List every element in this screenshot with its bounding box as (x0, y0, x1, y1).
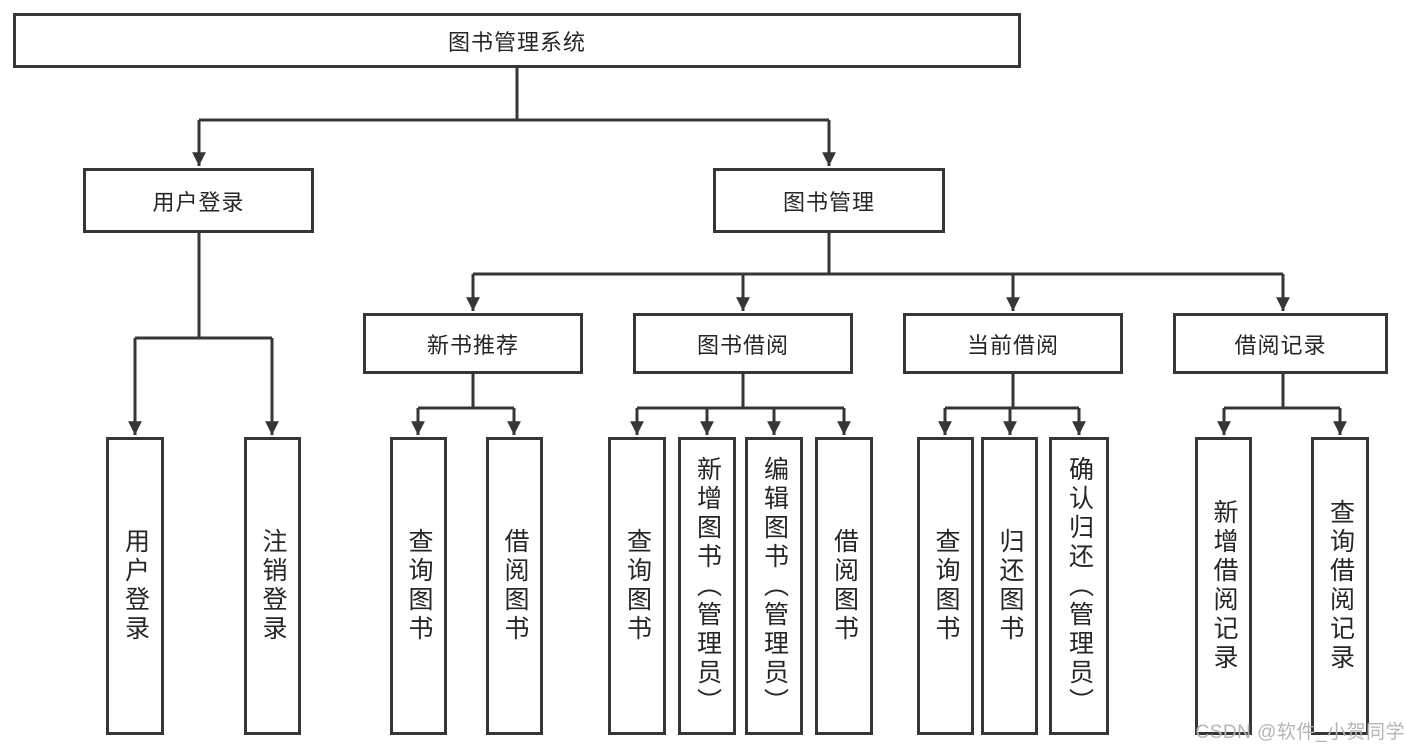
node-root: 图书管理系统 (13, 13, 1021, 68)
leaf-query-books-2: 查询图书 (608, 437, 666, 735)
node-book-borrow-label: 图书借阅 (696, 332, 789, 358)
node-book-management: 图书管理 (713, 168, 945, 233)
leaf-confirm-return-admin: 确认归还（管理员） (1049, 437, 1109, 735)
leaf-edit-books-admin: 编辑图书（管理员） (745, 437, 803, 735)
leaf-query-books-3: 查询图书 (917, 437, 974, 735)
leaf-borrow-books-2-label: 借阅图书 (830, 528, 859, 644)
leaf-edit-books-admin-label: 编辑图书（管理员） (760, 455, 789, 717)
node-current-borrow-label: 当前借阅 (966, 332, 1059, 358)
leaf-add-books-admin-label: 新增图书（管理员） (693, 455, 722, 717)
node-user-login-label: 用户登录 (152, 189, 245, 215)
node-book-management-label: 图书管理 (782, 189, 875, 215)
leaf-add-borrow-record-label: 新增借阅记录 (1210, 499, 1238, 673)
leaf-add-books-admin: 新增图书（管理员） (678, 437, 736, 735)
node-new-book-recommend-label: 新书推荐 (426, 332, 519, 358)
leaf-user-login: 用户登录 (106, 437, 164, 735)
node-user-login: 用户登录 (83, 168, 314, 233)
leaf-return-books-label: 归还图书 (996, 528, 1024, 644)
leaf-query-borrow-record: 查询借阅记录 (1311, 437, 1369, 735)
leaf-query-books-1: 查询图书 (390, 437, 447, 735)
node-borrow-record: 借阅记录 (1173, 313, 1388, 374)
leaf-logout-login-label: 注销登录 (259, 528, 287, 644)
leaf-confirm-return-admin-label: 确认归还（管理员） (1065, 455, 1094, 717)
leaf-add-borrow-record: 新增借阅记录 (1195, 437, 1252, 735)
node-book-borrow: 图书借阅 (633, 313, 853, 374)
leaf-borrow-books-1: 借阅图书 (486, 437, 543, 735)
leaf-logout-login: 注销登录 (244, 437, 301, 735)
leaf-return-books: 归还图书 (981, 437, 1038, 735)
node-new-book-recommend: 新书推荐 (363, 313, 583, 374)
leaf-query-borrow-record-label: 查询借阅记录 (1326, 499, 1355, 673)
node-root-label: 图书管理系统 (447, 29, 586, 55)
node-current-borrow: 当前借阅 (903, 313, 1123, 374)
leaf-borrow-books-2: 借阅图书 (815, 437, 873, 735)
leaf-query-books-1-label: 查询图书 (405, 528, 433, 644)
csdn-watermark: CSDN @软件_小贺同学 (1195, 722, 1405, 743)
leaf-user-login-label: 用户登录 (121, 528, 150, 644)
leaf-borrow-books-1-label: 借阅图书 (501, 528, 529, 644)
node-borrow-record-label: 借阅记录 (1234, 332, 1327, 358)
leaf-query-books-2-label: 查询图书 (623, 528, 652, 644)
leaf-query-books-3-label: 查询图书 (932, 528, 960, 644)
